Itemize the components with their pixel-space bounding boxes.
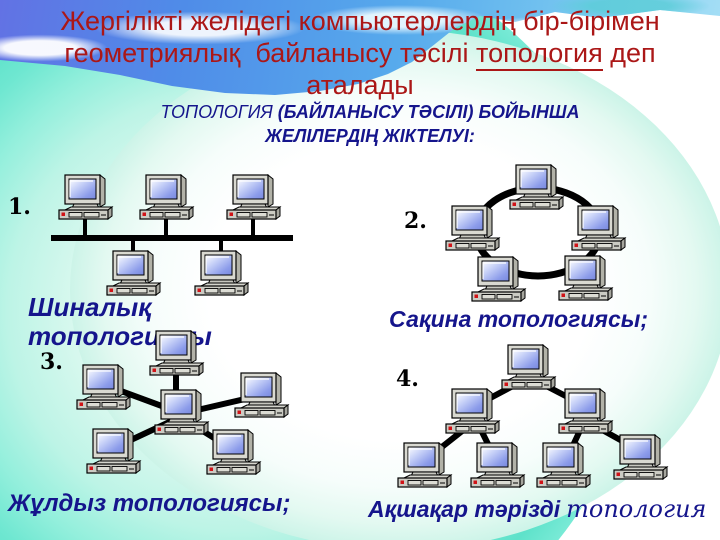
computer-icon: [106, 250, 161, 296]
computer-icon: [76, 364, 131, 410]
computer-icon: [536, 442, 591, 488]
computer-icon: [397, 442, 452, 488]
topology-number-4: 4.: [396, 366, 419, 392]
background-white-ellipse: [70, 30, 720, 540]
computer-icon: [558, 388, 613, 434]
computer-icon: [194, 250, 249, 296]
slide-title: Жергілікті желідегі компьютерлердің бір-…: [0, 5, 720, 101]
computer-icon: [613, 434, 668, 480]
tree-topology-diagram: [397, 344, 668, 488]
title-line-3: аталады: [306, 70, 414, 100]
slide-subtitle: ТОПОЛОГИЯ (БАЙЛАНЫСУ ТӘСІЛІ) БОЙЫНША ЖЕЛ…: [20, 100, 720, 148]
computer-icon: [470, 442, 525, 488]
title-line-1: Жергілікті желідегі компьютерлердің бір-…: [60, 6, 660, 36]
computer-icon: [571, 205, 626, 251]
bus-topology-diagram: [51, 174, 293, 296]
star-topology-diagram: [76, 330, 289, 475]
subtitle-line-2: ЖЕЛІЛЕРДІҢ ЖІКТЕЛУІ:: [265, 126, 475, 146]
title-line-2: геометриялық байланысу тәсілі топология …: [0, 37, 720, 71]
computer-icon: [58, 174, 113, 220]
ring-topology-diagram: [445, 164, 626, 302]
computer-icon: [471, 256, 526, 302]
computer-icon-root: [501, 344, 556, 390]
star-topology-label: Жұлдыз топологиясы;: [8, 490, 291, 517]
topology-number-1: 1.: [8, 194, 31, 220]
computer-icon: [206, 429, 261, 475]
computer-icon: [509, 164, 564, 210]
topology-number-3: 3.: [40, 349, 63, 375]
computer-icon: [234, 372, 289, 418]
computer-icon: [86, 428, 141, 474]
computer-icon: [445, 205, 500, 251]
underlined-term-topology: топология: [476, 38, 603, 71]
subtitle-line-1: ТОПОЛОГИЯ (БАЙЛАНЫСУ ТӘСІЛІ) БОЙЫНША: [160, 102, 580, 122]
computer-icon: [149, 330, 204, 376]
computer-icon: [558, 255, 613, 301]
computer-icon: [226, 174, 281, 220]
computer-icon-central-hub: [154, 389, 209, 435]
ring-topology-label: Сақина топологиясы;: [389, 306, 649, 332]
computer-icon: [139, 174, 194, 220]
topology-number-2: 2.: [404, 208, 427, 234]
computer-icon: [445, 388, 500, 434]
